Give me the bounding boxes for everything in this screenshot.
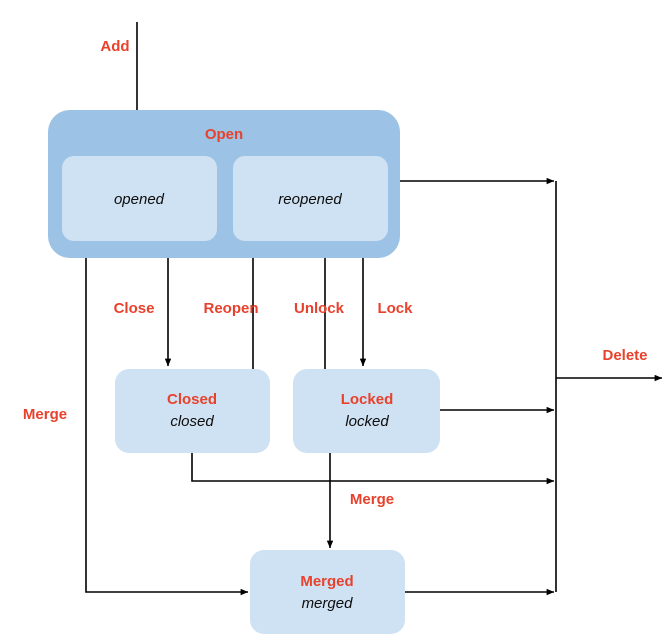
edge-closed-to-collector — [191, 453, 555, 485]
state-merged-value: merged — [302, 595, 354, 612]
group-open-label: Open — [205, 126, 243, 143]
state-closed[interactable]: Closed closed — [115, 369, 270, 453]
state-merged-title: Merged — [300, 573, 353, 590]
event-label-merge-left: Merge — [23, 406, 67, 423]
edge-merge-open-to-merged — [85, 258, 249, 596]
event-label-delete: Delete — [602, 347, 647, 364]
substate-reopened-box[interactable] — [233, 156, 388, 241]
state-closed-value: closed — [170, 413, 214, 430]
substate-opened-box[interactable] — [62, 156, 217, 241]
edges-layer — [85, 22, 663, 596]
event-label-add: Add — [100, 38, 129, 55]
state-locked-box[interactable] — [293, 369, 440, 453]
state-locked-title: Locked — [341, 391, 394, 408]
substate-reopened-label: reopened — [278, 191, 342, 208]
event-label-close: Close — [114, 300, 155, 317]
event-labels-layer: Add Close Reopen Unlock Lock Merge Merge… — [23, 38, 648, 508]
state-merged-box[interactable] — [250, 550, 405, 634]
state-closed-title: Closed — [167, 391, 217, 408]
state-closed-box[interactable] — [115, 369, 270, 453]
substate-opened-label: opened — [114, 191, 165, 208]
state-locked-value: locked — [345, 413, 389, 430]
state-merged[interactable]: Merged merged — [250, 550, 405, 634]
event-label-unlock: Unlock — [294, 300, 345, 317]
group-open[interactable]: Open opened reopened — [48, 110, 400, 258]
event-label-lock: Lock — [377, 300, 413, 317]
event-label-merge-middle: Merge — [350, 491, 394, 508]
state-locked[interactable]: Locked locked — [293, 369, 440, 453]
event-label-reopen: Reopen — [203, 300, 258, 317]
